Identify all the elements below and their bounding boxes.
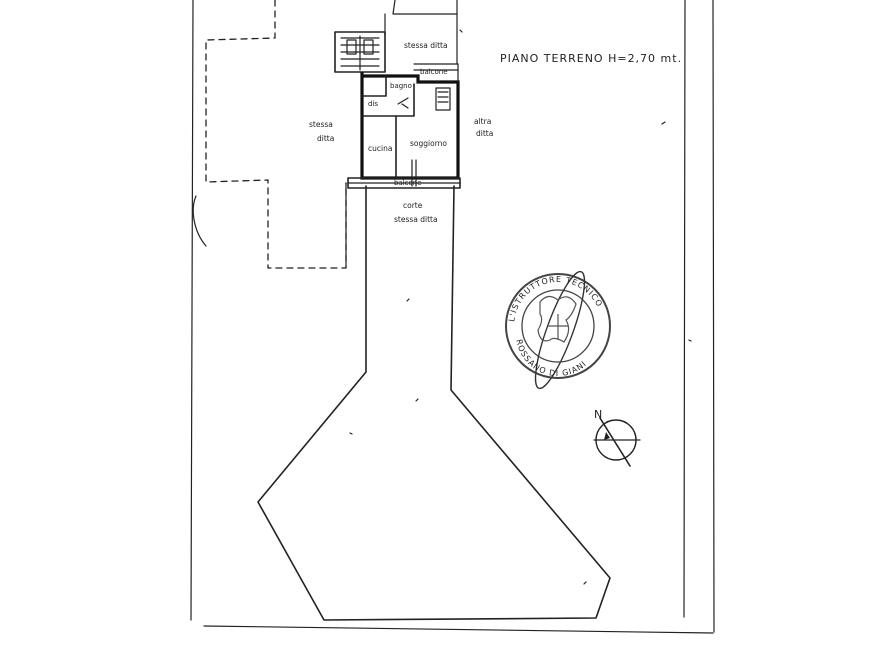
page-border: [190, 0, 715, 634]
label-stessa-ditta-top: stessa ditta: [404, 41, 448, 50]
north-compass: N: [593, 408, 641, 467]
balcone-bottom: [347, 159, 461, 189]
apartment-walls: [360, 63, 460, 180]
courtyard-outline: [257, 182, 611, 621]
official-stamp: L'ISTRUTTORE TECNICO ROSSANO DI GIANI: [505, 270, 611, 390]
label-stessa-left-2: ditta: [317, 134, 334, 143]
stamp-text-bottom: ROSSANO DI GIANI: [514, 338, 588, 378]
label-balcone-bottom: balcone: [394, 179, 422, 187]
scatter-marks: [349, 29, 692, 585]
label-corte-stessa-ditta: stessa ditta: [394, 215, 438, 224]
label-balcone-top: balcone: [420, 68, 448, 76]
label-stessa-left-1: stessa: [309, 120, 333, 129]
label-altra-1: altra: [474, 117, 491, 126]
label-soggiorno: soggiorno: [410, 139, 447, 148]
label-corte: corte: [403, 201, 423, 210]
label-cucina: cucina: [368, 144, 392, 153]
label-disimpegno: dis: [368, 100, 378, 108]
compass-north-label: N: [594, 408, 602, 421]
label-altra-2: ditta: [476, 129, 493, 138]
staircase: [334, 31, 386, 73]
boundary-stessa-ditta-left: [205, 0, 347, 269]
plan-title: PIANO TERRENO H=2,70 mt.: [500, 52, 682, 65]
boundary-stessa-ditta-top: [384, 0, 458, 65]
label-bagno: bagno: [390, 82, 412, 90]
